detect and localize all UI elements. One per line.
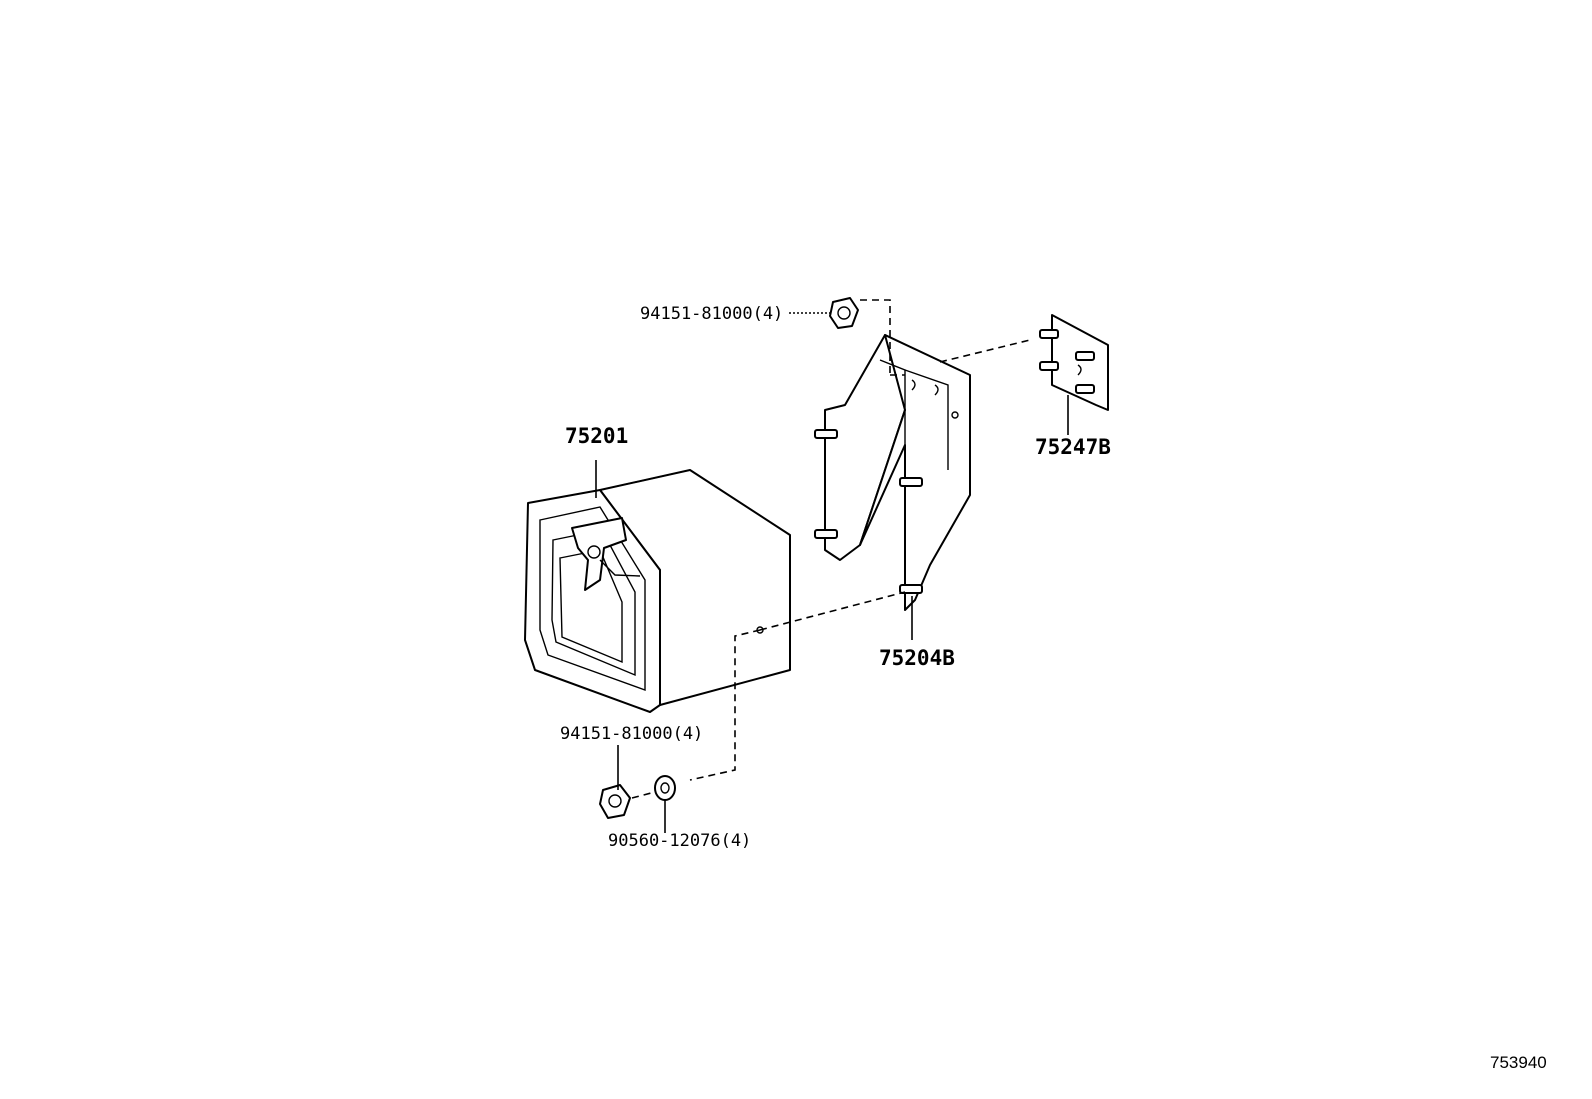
mounting-plate-part[interactable]	[1039, 314, 1109, 411]
hex-flange-nut-icon[interactable]	[829, 297, 859, 329]
box-part-label: 75201	[565, 424, 628, 448]
hex-flange-nut-icon[interactable]	[599, 784, 631, 819]
nut-bottom-label: 94151-81000(4)	[560, 724, 703, 744]
storage-box-part[interactable]	[524, 469, 791, 713]
bracket-part-label: 75204B	[879, 646, 955, 670]
washer-label: 90560-12076(4)	[608, 831, 751, 851]
washer-icon[interactable]	[654, 775, 676, 801]
assembly-lines	[631, 299, 1031, 799]
leader-lines	[595, 312, 1069, 833]
bracket-part[interactable]	[824, 334, 971, 611]
nut-top-label: 94151-81000(4)	[640, 304, 783, 324]
stud-bolt-icon	[814, 429, 923, 594]
plate-part-label: 75247B	[1035, 435, 1111, 459]
diagram-id: 753940	[1490, 1053, 1547, 1072]
